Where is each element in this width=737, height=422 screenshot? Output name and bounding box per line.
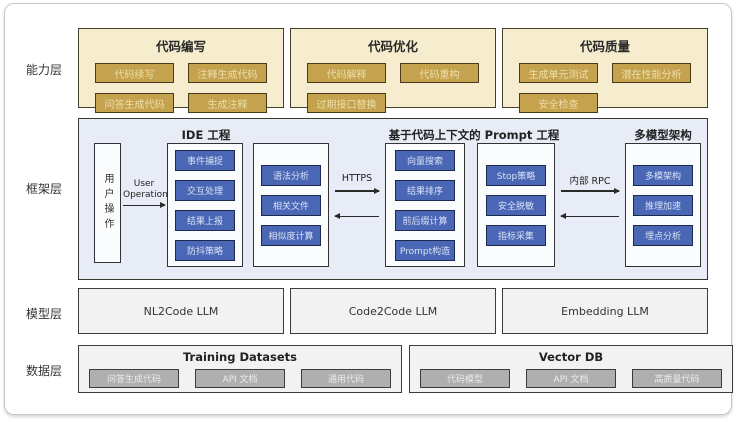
data-item: 问答生成代码 — [89, 369, 179, 388]
model-box-code2code: Code2Code LLM — [290, 288, 496, 334]
framework-item: 防抖策略 — [175, 239, 235, 261]
framework-item: 结果上报 — [175, 209, 235, 231]
capability-item: 生成单元测试 — [519, 63, 598, 83]
framework-item: 交互处理 — [175, 179, 235, 201]
capability-layer-row: 代码编写 代码续写 注释生成代码 问答生成代码 生成注释 代码优化 代码解释 代… — [78, 28, 708, 113]
capability-item: 过期接口替换 — [307, 93, 386, 113]
data-item: 高质量代码 — [632, 369, 722, 388]
ide-client-box: 事件捕捉 交互处理 结果上报 防抖策略 — [167, 143, 243, 267]
framework-item: 埋点分析 — [633, 224, 693, 246]
capability-item: 安全检查 — [519, 93, 598, 113]
framework-item: 安全脱敏 — [486, 194, 546, 216]
user-operation-arrow — [123, 204, 165, 206]
capability-group-code-optimization: 代码优化 代码解释 代码重构 过期接口替换 — [290, 28, 496, 113]
section-title-ide: IDE 工程 — [181, 128, 231, 142]
diagram-frame — [4, 3, 732, 415]
capability-grid: 生成单元测试 潜在性能分析 安全检查 — [515, 63, 695, 113]
https-response-arrow — [335, 215, 379, 217]
capability-item: 代码解释 — [307, 63, 386, 83]
data-item: 代码模型 — [420, 369, 510, 388]
capability-group-code-quality: 代码质量 生成单元测试 潜在性能分析 安全检查 — [502, 28, 708, 113]
capability-item: 代码续写 — [95, 63, 174, 83]
framework-item: 相似度计算 — [261, 224, 321, 246]
section-title-multi-model: 多模型架构 — [634, 128, 692, 142]
framework-item: 多模架构 — [633, 164, 693, 186]
data-item: API 文档 — [195, 369, 285, 388]
ide-analysis-box: 语法分析 相关文件 相似度计算 — [253, 143, 329, 267]
model-layer-row: NL2Code LLM Code2Code LLM Embedding LLM — [78, 288, 708, 334]
framework-item: 指标采集 — [486, 224, 546, 246]
capability-item: 生成注释 — [188, 93, 267, 113]
model-box-embedding: Embedding LLM — [502, 288, 708, 334]
framework-item: 前后缀计算 — [395, 209, 455, 231]
data-item: 通用代码 — [301, 369, 391, 388]
framework-layer-box: 用户操作 User Operation IDE 工程 基于代码上下文的 Prom… — [78, 118, 708, 280]
data-group-training-datasets: Training Datasets 问答生成代码 API 文档 通用代码 — [78, 345, 402, 393]
https-connector: HTTPS — [335, 173, 379, 217]
capability-grid: 代码续写 注释生成代码 问答生成代码 生成注释 — [91, 63, 271, 113]
framework-item: 相关文件 — [261, 194, 321, 216]
data-item: API 文档 — [526, 369, 616, 388]
group-title: 代码质量 — [579, 39, 630, 54]
rpc-request-arrow — [561, 190, 619, 192]
prompt-build-box: 向量搜索 结果排序 前后缀计算 Prompt构造 — [385, 143, 465, 267]
framework-item: 向量搜索 — [395, 149, 455, 171]
layer-label-model: 模型层 — [25, 307, 62, 321]
capability-item: 代码重构 — [400, 63, 479, 83]
data-layer-row: Training Datasets 问答生成代码 API 文档 通用代码 Vec… — [78, 345, 733, 393]
section-title-prompt: 基于代码上下文的 Prompt 工程 — [388, 128, 560, 142]
user-operation-arrow-label: User Operation — [123, 179, 168, 201]
framework-item: 推理加速 — [633, 194, 693, 216]
framework-item: Prompt构造 — [395, 239, 455, 261]
group-title: 代码优化 — [367, 39, 418, 54]
https-request-arrow — [335, 190, 379, 192]
capability-group-code-writing: 代码编写 代码续写 注释生成代码 问答生成代码 生成注释 — [78, 28, 284, 113]
framework-item: 事件捕捉 — [175, 149, 235, 171]
capability-item: 问答生成代码 — [95, 93, 174, 113]
layer-label-framework: 框架层 — [25, 182, 62, 196]
user-operation-connector: User Operation — [123, 179, 168, 206]
layer-label-capability: 能力层 — [25, 63, 62, 77]
layer-label-data: 数据层 — [25, 364, 62, 378]
framework-item: 结果排序 — [395, 179, 455, 201]
capability-item: 潜在性能分析 — [612, 63, 691, 83]
multi-model-box: 多模架构 推理加速 埋点分析 — [625, 143, 701, 267]
rpc-connector: 内部 RPC — [561, 173, 619, 217]
rpc-label: 内部 RPC — [569, 176, 611, 187]
capability-grid: 代码解释 代码重构 过期接口替换 — [303, 63, 483, 113]
capability-item: 注释生成代码 — [188, 63, 267, 83]
rpc-response-arrow — [561, 215, 619, 217]
framework-item: 语法分析 — [261, 164, 321, 186]
data-items-row: 代码模型 API 文档 高质量代码 — [420, 369, 722, 388]
framework-item: Stop策略 — [486, 164, 546, 186]
https-label: HTTPS — [341, 173, 373, 184]
group-title: Vector DB — [538, 350, 604, 364]
data-items-row: 问答生成代码 API 文档 通用代码 — [89, 369, 391, 388]
group-title: Training Datasets — [182, 350, 298, 364]
group-title: 代码编写 — [155, 39, 206, 54]
user-operation-box: 用户操作 — [94, 143, 121, 263]
model-box-nl2code: NL2Code LLM — [78, 288, 284, 334]
data-group-vector-db: Vector DB 代码模型 API 文档 高质量代码 — [409, 345, 733, 393]
prompt-policy-box: Stop策略 安全脱敏 指标采集 — [477, 143, 555, 267]
